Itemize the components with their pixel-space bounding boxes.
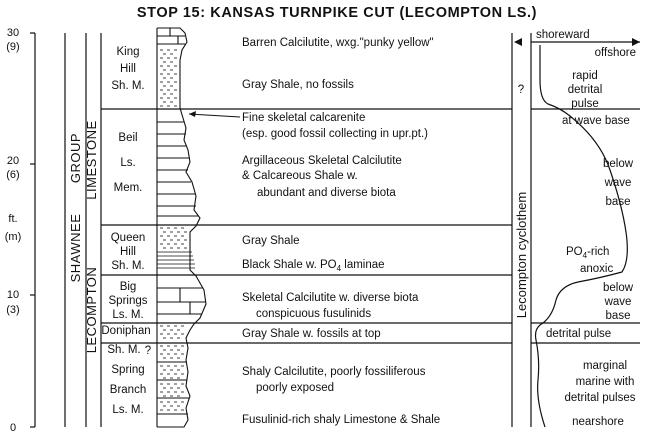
- env-below2-line1: below: [603, 282, 634, 294]
- member-big-springs-line1: Big: [120, 281, 137, 293]
- member-big-springs-line3: Ls. M.: [112, 309, 143, 321]
- desc-skeletal-line1: Skeletal Calcilutite w. diverse biota: [242, 292, 419, 304]
- depth-axis: [30, 32, 36, 428]
- formation-suffix: LIMESTONE: [84, 120, 99, 199]
- tick-label-10-ft: 10: [7, 289, 19, 301]
- member-queen-hill-line2: Hill: [120, 246, 136, 258]
- env-anoxic: anoxic: [580, 263, 613, 275]
- desc-shaly-line1: Shaly Calcilutite, poorly fossiliferous: [242, 366, 426, 378]
- desc-black-shale: Black Shale w. PO4 laminae: [242, 259, 385, 273]
- calcarenite-pointer-arrow: [189, 111, 196, 117]
- member-beil-line1: Beil: [118, 132, 137, 144]
- member-king-hill-line1: King: [116, 46, 139, 58]
- desc-argillaceous-line1: Argillaceous Skeletal Calcilutite: [242, 155, 402, 167]
- environment-labels: rapid detrital pulse at wave base below …: [546, 70, 636, 428]
- desc-argillaceous-line2: & Calcareous Shale w.: [242, 170, 358, 182]
- label-lecompton-cyclothem: Lecompton cyclothem: [514, 192, 529, 318]
- desc-shaly-line2: poorly exposed: [256, 382, 334, 394]
- environment-panel-frame: [511, 33, 640, 428]
- member-queen-hill-line1: Queen: [111, 232, 146, 244]
- weathering-profile: [157, 27, 207, 428]
- sea-level-curve: [534, 45, 628, 428]
- label-shoreward: shoreward: [536, 29, 590, 41]
- env-marginal-line1: marginal: [583, 360, 627, 372]
- spring-branch-blocks: [157, 361, 189, 415]
- shoreward-arrow: [514, 38, 522, 46]
- shale-dash-patterns: [160, 49, 187, 411]
- env-rapid-line1: rapid: [572, 70, 598, 82]
- tick-label-6-m: (6): [6, 169, 19, 181]
- lithologic-column: [156, 27, 207, 428]
- member-spring-branch-line2: Branch: [110, 384, 146, 396]
- desc-fusulinid: Fusulinid-rich shaly Limestone & Shale: [242, 414, 440, 426]
- env-po4-rich: PO4-rich: [566, 246, 609, 260]
- env-at-wave-base: at wave base: [562, 115, 630, 127]
- member-spring-branch-line3: Ls. M.: [112, 404, 143, 416]
- group-name: SHAWNEE: [68, 214, 83, 283]
- desc-fine-skeletal-line2: (esp. good fossil collecting in upr.pt.): [242, 128, 428, 140]
- tick-label-9-m: (9): [6, 41, 19, 53]
- member-queen-hill-line3: Sh. M.: [111, 260, 144, 272]
- cyclothem-query: ?: [518, 84, 524, 96]
- desc-skeletal-line2: conspicuous fusulinids: [256, 308, 371, 320]
- env-detrital-pulse: detrital pulse: [546, 328, 611, 340]
- label-offshore: offshore: [595, 47, 636, 59]
- member-big-springs-line2: Springs: [109, 295, 148, 307]
- desc-doniphan: Gray Shale w. fossils at top: [242, 328, 381, 340]
- env-rapid-line2: detrital: [568, 84, 603, 96]
- env-below-line1: below: [603, 158, 634, 170]
- formation-name: LECOMPTON: [84, 267, 99, 354]
- barren-bedding: [157, 28, 185, 45]
- axis-unit-m: (m): [5, 231, 22, 243]
- lithology-descriptions: Barren Calcilutite, wxg."punky yellow" G…: [242, 37, 440, 426]
- member-doniphan-query: ?: [145, 345, 151, 357]
- desc-barren-calcilutite: Barren Calcilutite, wxg."punky yellow": [242, 37, 434, 49]
- member-names: King Hill Sh. M. Beil Ls. Mem. Queen Hil…: [101, 46, 151, 416]
- member-beil-line2: Ls.: [120, 157, 135, 169]
- member-king-hill-line2: Hill: [120, 63, 136, 75]
- env-nearshore: nearshore: [572, 416, 624, 428]
- tick-label-3-m: (3): [6, 304, 19, 316]
- desc-argillaceous-line3: abundant and diverse biota: [257, 187, 396, 199]
- desc-gray-shale: Gray Shale: [242, 235, 300, 247]
- member-spring-branch-line1: Spring: [111, 364, 144, 376]
- member-king-hill-line3: Sh. M.: [111, 80, 144, 92]
- tick-label-30-ft: 30: [7, 27, 19, 39]
- axis-unit-ft: ft.: [8, 213, 17, 225]
- offshore-arrow: [632, 38, 640, 46]
- env-below-line3: base: [606, 196, 631, 208]
- calcarenite-pointer-line: [188, 113, 241, 118]
- member-doniphan-line2: Sh. M.: [107, 344, 140, 356]
- figure-title: STOP 15: KANSAS TURNPIKE CUT (LECOMPTON …: [137, 5, 537, 21]
- big-springs-blocks: [157, 287, 206, 315]
- member-column-lines: [100, 33, 512, 427]
- member-doniphan-line1: Doniphan: [101, 325, 150, 337]
- env-below2-line2: wave: [604, 296, 632, 308]
- beil-bedding: [157, 121, 198, 217]
- env-marginal-line2: marine with: [576, 376, 635, 388]
- env-below-line2: wave: [604, 177, 632, 189]
- tick-label-0-ft: 0: [10, 422, 16, 434]
- member-beil-line3: Mem.: [114, 182, 143, 194]
- group-suffix: GROUP: [68, 133, 83, 183]
- desc-gray-shale-no-fossils: Gray Shale, no fossils: [242, 79, 354, 91]
- tick-label-20-ft: 20: [7, 155, 19, 167]
- env-below2-line3: base: [606, 310, 631, 322]
- env-rapid-line3: pulse: [571, 98, 599, 110]
- black-shale-laminae: [157, 251, 195, 269]
- env-marginal-line3: detrital pulses: [565, 392, 636, 404]
- desc-fine-skeletal-line1: Fine skeletal calcarenite: [242, 112, 365, 124]
